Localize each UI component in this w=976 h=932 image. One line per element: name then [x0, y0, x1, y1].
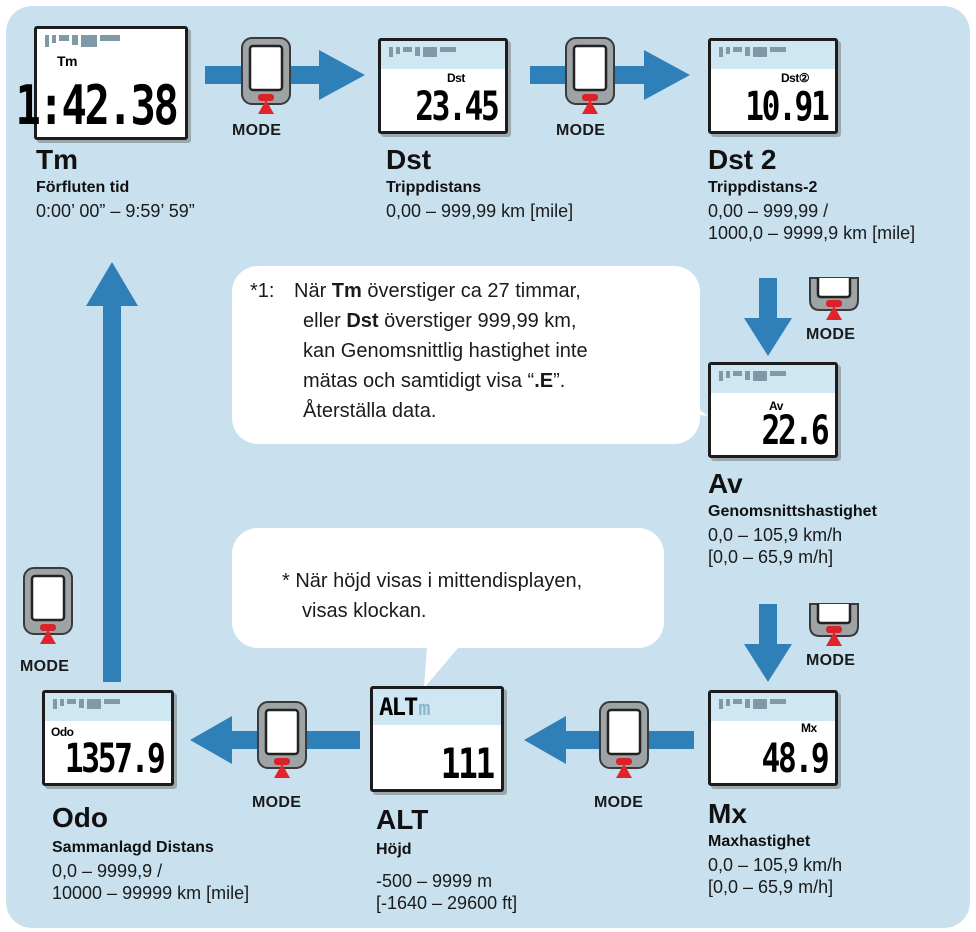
display-strip [711, 41, 835, 69]
segment-icons [53, 699, 163, 713]
display-strip [45, 693, 171, 721]
device-icon-partial [809, 603, 859, 646]
note-bubble-2 [232, 528, 664, 648]
item-title-alt: ALT [376, 804, 429, 835]
item-subtitle-dst: Trippdistans [386, 179, 482, 196]
screen-value: 1357.9 [64, 736, 165, 782]
mode-button-label[interactable]: MODE [594, 794, 644, 811]
device-icon [565, 37, 615, 114]
arrow-odo-to-tm [86, 262, 138, 682]
segment-icons [719, 47, 829, 61]
device-icon [257, 701, 307, 778]
item-title-tm: Tm [36, 144, 78, 175]
item-range-mx: 0,0 – 105,9 km/h[0,0 – 65,9 m/h] [708, 855, 843, 897]
note-2-text: * När höjd visas i mittendisplayen, visa… [282, 570, 583, 622]
screen-value: 23.45 [414, 84, 500, 130]
screen-value: 48.9 [761, 736, 829, 782]
device-icon-partial [809, 277, 859, 320]
segment-icons [389, 47, 499, 61]
screen-av: Av 22.6 [708, 362, 838, 458]
item-range-dst2: 0,00 – 999,99 /1000,0 – 9999,9 km [mile] [708, 201, 916, 243]
mode-button-label[interactable]: MODE [806, 326, 856, 343]
screen-unit: m [418, 696, 430, 720]
mode-button-label[interactable]: MODE [806, 652, 856, 669]
item-range-odo: 0,0 – 9999,9 /10000 – 99999 km [mile] [52, 861, 250, 903]
item-subtitle-odo: Sammanlagd Distans [52, 839, 214, 856]
screen-tm: Tm 1:42.38 [16, 26, 188, 140]
segment-icons [719, 699, 829, 713]
screen-value: 22.6 [761, 408, 829, 454]
item-title-dst2: Dst 2 [708, 144, 777, 175]
arrow-av-to-mx [744, 604, 792, 682]
mode-button-label[interactable]: MODE [556, 122, 606, 139]
screen-label: Dst② [781, 71, 810, 85]
mode-button-label[interactable]: MODE [252, 794, 302, 811]
display-strip [711, 365, 835, 393]
screen-value: 111 [440, 739, 495, 788]
item-subtitle-dst2: Trippdistans-2 [708, 179, 818, 196]
item-range-av: 0,0 – 105,9 km/h[0,0 – 65,9 m/h] [708, 525, 843, 567]
screen-label: Av [769, 399, 783, 413]
mode-button-label[interactable]: MODE [20, 658, 70, 675]
item-title-mx: Mx [708, 798, 747, 829]
item-title-odo: Odo [52, 802, 108, 833]
screen-label: Mx [801, 721, 817, 735]
display-strip [381, 41, 505, 69]
device-icon [599, 701, 649, 778]
screen-dst2: Dst② 10.91 [708, 38, 838, 134]
display-strip [373, 689, 501, 725]
screen-label: Odo [51, 725, 74, 739]
item-subtitle-mx: Maxhastighet [708, 833, 811, 850]
screen-mx: Mx 48.9 [708, 690, 838, 786]
device-icon [23, 567, 73, 644]
item-subtitle-tm: Förfluten tid [36, 179, 130, 196]
note-bubble-1 [232, 266, 700, 444]
item-subtitle-alt: Höjd [376, 841, 412, 858]
screen-odo: Odo 1357.9 [42, 690, 174, 786]
screen-value: 10.91 [744, 84, 830, 130]
device-icon [241, 37, 291, 114]
display-strip [711, 693, 835, 721]
segment-icons [719, 371, 829, 385]
item-range-alt: -500 – 9999 m[-1640 – 29600 ft] [376, 871, 518, 913]
item-title-dst: Dst [386, 144, 432, 175]
item-subtitle-av: Genomsnittshastighet [708, 503, 877, 520]
arrow-dst2-to-av [744, 278, 792, 356]
item-title-av: Av [708, 468, 743, 499]
screen-label: Dst [447, 71, 465, 85]
segment-icons [45, 35, 155, 49]
screen-dst: Dst 23.45 [378, 38, 508, 134]
screen-value: 1:42.38 [15, 74, 179, 137]
screen-label: Tm [57, 53, 78, 69]
item-range-tm: 0:00’ 00” – 9:59’ 59” [36, 201, 195, 221]
mode-button-label[interactable]: MODE [232, 122, 282, 139]
note-1-text: *1:När Tm överstiger ca 27 timmar, eller… [250, 280, 588, 422]
item-range-dst: 0,00 – 999,99 km [mile] [386, 201, 574, 221]
